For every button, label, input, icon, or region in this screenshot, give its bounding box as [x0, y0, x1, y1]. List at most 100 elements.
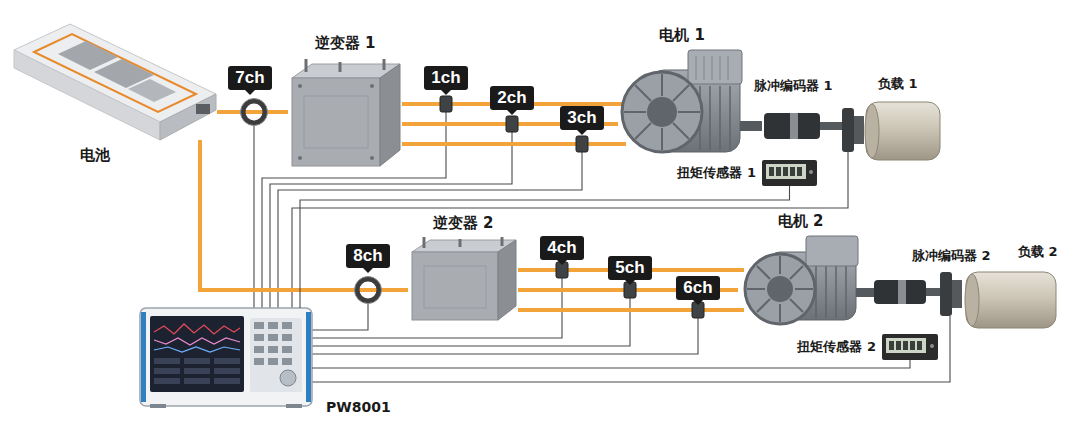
current-sensor-ring: [243, 101, 265, 123]
motor-illustration: [729, 86, 731, 150]
torque-display: [930, 344, 934, 348]
motor-illustration: [673, 123, 689, 139]
power-analyzer-illustration: [254, 346, 264, 353]
battery-illustration: [160, 94, 216, 140]
power-analyzer-illustration: [268, 322, 278, 329]
component-label: 负载 2: [1018, 244, 1058, 260]
power-cable: [200, 140, 408, 290]
power-analyzer-illustration: [154, 358, 180, 364]
motor-illustration: [696, 56, 697, 80]
load-illustration: [866, 102, 940, 160]
pulse-encoder: 脉冲编码器 2: [872, 272, 934, 310]
motor-illustration: [767, 276, 793, 302]
encoder-illustration: [764, 113, 820, 139]
power-analyzer-illustration: [254, 322, 264, 329]
component-label: 扭矩传感器 1: [677, 165, 756, 181]
power-analyzer-illustration: [184, 368, 210, 374]
inverter-illustration: [380, 64, 400, 166]
channel-label: 2ch: [497, 88, 526, 107]
torque-display: [790, 167, 795, 176]
power-analyzer-illustration: [154, 338, 240, 345]
power-analyzer-illustration: [250, 318, 302, 392]
signal-wire: [312, 302, 368, 330]
torque-sensor: 扭矩传感器 1: [762, 160, 817, 186]
component-label: 逆变器 2: [433, 214, 494, 232]
motor-illustration: [825, 266, 827, 318]
motor-illustration: [661, 74, 663, 96]
power-analyzer-illustration: [286, 404, 302, 408]
inverter-illustration: [501, 237, 504, 246]
component-label: 逆变器 1: [315, 34, 376, 52]
encoder-illustration: [874, 280, 926, 304]
motor-illustration: [856, 288, 874, 297]
inverter-illustration: [383, 59, 386, 70]
power-analyzer-illustration: [282, 358, 292, 365]
component-label: 脉冲编码器 1: [754, 78, 833, 94]
torque-display: [889, 341, 894, 350]
channel-tag: 8ch: [346, 244, 389, 268]
motor-illustration: [696, 56, 728, 80]
load-illustration: [966, 272, 1056, 328]
motor-illustration: [635, 85, 651, 101]
power-analyzer-illustration: [214, 378, 240, 384]
power-analyzer-illustration: [141, 312, 146, 402]
encoder-illustration: [952, 280, 962, 308]
load: 负载 1: [862, 96, 942, 164]
motor-illustration: [688, 50, 742, 84]
battery-illustration: [34, 34, 196, 112]
motor-illustration: [795, 288, 813, 290]
power-analyzer-illustration: [282, 334, 292, 341]
motor-illustration: [740, 121, 762, 131]
torque-display: [917, 341, 922, 350]
torque-sensor: 扭矩传感器 2: [882, 334, 938, 360]
signal-wire: [253, 124, 254, 308]
component-label: 电机 1: [659, 26, 705, 44]
encoder-illustration: [940, 272, 952, 316]
battery-illustration: [128, 79, 176, 102]
motor-illustration: [700, 86, 730, 150]
inverter-illustration: [370, 84, 374, 88]
motor-illustration: [757, 266, 770, 279]
motor-illustration: [661, 128, 663, 150]
component-label: 电池: [80, 146, 110, 164]
torque-display: [896, 341, 901, 350]
inverter-illustration: [298, 156, 302, 160]
inverter-illustration: [292, 78, 380, 166]
motor-illustration: [719, 86, 721, 150]
inverter-illustration: [305, 59, 308, 72]
motor-illustration: [790, 266, 803, 279]
channel-tag: 6ch: [676, 276, 719, 300]
current-sensor-ring: [357, 279, 379, 301]
motor-illustration: [673, 85, 689, 101]
torque-display: [809, 170, 813, 174]
power-cable: [518, 308, 744, 312]
motor-illustration: [747, 288, 765, 290]
motor: 电机 1: [618, 48, 746, 160]
power-cable: [217, 110, 288, 114]
motor-illustration: [816, 266, 846, 318]
power-analyzer-illustration: [268, 346, 278, 353]
component-label: 负载 1: [878, 76, 918, 92]
motor-illustration: [835, 266, 837, 318]
motor-illustration: [624, 74, 700, 150]
power-cable: [402, 142, 626, 146]
motor-illustration: [622, 72, 702, 152]
power-analyzer-illustration: [280, 370, 296, 386]
power-analyzer-illustration: [140, 308, 312, 406]
inverter-illustration: [412, 252, 498, 320]
current-sensor-ring: [241, 99, 382, 304]
power-analyzer-illustration: [150, 316, 244, 392]
power-analyzer-illustration: [268, 334, 278, 341]
encoder-illustration: [790, 113, 798, 139]
channel-label: 6ch: [683, 278, 712, 297]
inverter-illustration: [498, 240, 516, 320]
power-analyzer-illustration: [268, 358, 278, 365]
motor-illustration: [678, 111, 700, 113]
power-analyzer-illustration: [154, 324, 240, 334]
power-analyzer-illustration: [254, 322, 292, 365]
motor-illustration: [757, 299, 770, 312]
battery: 电池: [12, 22, 217, 140]
torque-display: [882, 334, 938, 360]
